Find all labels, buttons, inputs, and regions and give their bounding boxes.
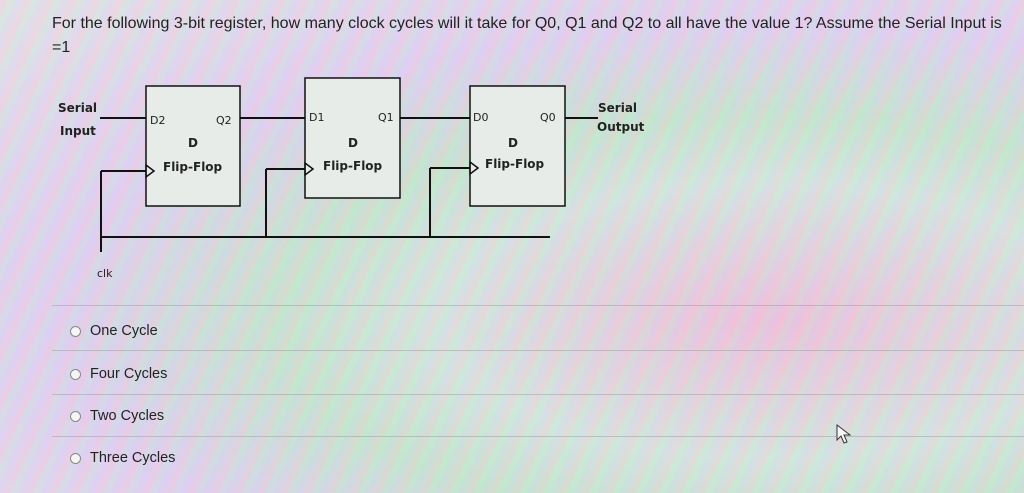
radio-circle-icon[interactable]	[70, 410, 81, 422]
serial-output-label-line2: Output	[597, 120, 645, 134]
radio-circle-icon[interactable]	[70, 325, 81, 337]
option-four-cycles[interactable]: Four Cycles	[70, 366, 167, 382]
mouse-pointer-icon	[836, 424, 852, 444]
clk-label: clk	[97, 267, 113, 280]
serial-input-label-line2: Input	[60, 124, 96, 138]
ff1-name-label: Flip-Flop	[323, 159, 383, 173]
option-label: Three Cycles	[90, 450, 176, 466]
ff2-type-label: D	[188, 136, 198, 150]
d2-pin-label: D2	[150, 114, 165, 127]
option-label: Four Cycles	[90, 366, 168, 382]
ff0-name-label: Flip-Flop	[485, 157, 545, 171]
divider	[52, 394, 1024, 395]
divider	[52, 436, 1024, 437]
q1-pin-label: Q1	[378, 111, 394, 124]
flip-flop-2: D2 Q2 D Flip-Flop	[145, 85, 241, 207]
serial-output-label-line1: Serial	[598, 101, 637, 115]
shift-register-diagram: Serial Input D2 Q2 D Flip-Flop D1 Q1 D F…	[58, 77, 645, 280]
d1-pin-label: D1	[309, 111, 324, 124]
q0-pin-label: Q0	[540, 111, 556, 124]
flip-flop-1: D1 Q1 D Flip-Flop	[304, 77, 401, 199]
clock-wiring	[100, 167, 550, 252]
radio-circle-icon[interactable]	[70, 452, 81, 464]
option-label: One Cycle	[90, 323, 158, 339]
question-text: For the following 3-bit register, how ma…	[52, 15, 1002, 56]
flip-flop-0: D0 Q0 D Flip-Flop	[469, 85, 566, 207]
ff0-type-label: D	[508, 136, 518, 150]
radio-circle-icon[interactable]	[70, 368, 81, 380]
divider	[52, 350, 1024, 351]
d0-pin-label: D0	[473, 111, 488, 124]
divider	[52, 305, 1024, 306]
option-two-cycles[interactable]: Two Cycles	[70, 408, 164, 424]
ff1-type-label: D	[348, 136, 358, 150]
ff2-name-label: Flip-Flop	[163, 160, 223, 174]
option-label: Two Cycles	[90, 408, 165, 424]
option-three-cycles[interactable]: Three Cycles	[70, 450, 175, 466]
serial-input-label-line1: Serial	[58, 101, 97, 115]
q2-pin-label: Q2	[216, 114, 232, 127]
option-one-cycle[interactable]: One Cycle	[70, 323, 158, 339]
